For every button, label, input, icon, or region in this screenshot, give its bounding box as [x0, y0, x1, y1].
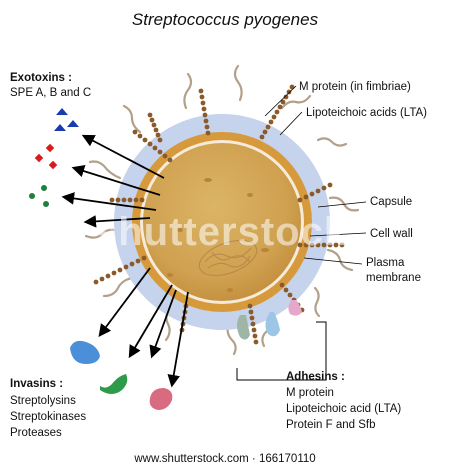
- adhesins-item: Protein F and Sfb: [286, 419, 376, 431]
- invasins-item: Streptokinases: [10, 411, 87, 423]
- label-membrane: membrane: [366, 272, 421, 284]
- label-lta: Lipoteichoic acids (LTA): [306, 107, 428, 119]
- label-cell-wall: Cell wall: [370, 228, 413, 240]
- cytoplasm: [143, 143, 301, 301]
- adhesins-heading: Adhesins :: [286, 371, 345, 383]
- watermark-text: shutterstock: [95, 210, 348, 254]
- secretion-arrows: [61, 134, 189, 388]
- label-m-protein: M protein (in fimbriae): [299, 81, 411, 93]
- invasin-particles: [70, 340, 173, 410]
- invasins-item: Proteases: [10, 427, 62, 439]
- lipoteichoic-acid-chains: [93, 84, 345, 345]
- diagram-title: Streptococcus pyogenes: [131, 10, 319, 29]
- adhesins-bracket: [236, 321, 327, 381]
- invasins-heading: Invasins :: [10, 378, 64, 390]
- label-plasma: Plasma: [366, 257, 405, 269]
- adhesin-proteins: [237, 300, 302, 340]
- label-capsule: Capsule: [370, 196, 413, 208]
- footer-credit: www.shutterstock.com · 166170110: [134, 453, 316, 465]
- adhesins-item: M protein: [286, 387, 334, 399]
- exotoxins-list: SPE A, B and C: [10, 87, 92, 99]
- nucleoid: [198, 240, 258, 276]
- exotoxins-heading: Exotoxins :: [10, 72, 72, 84]
- exotoxin-particles: [29, 108, 79, 207]
- adhesins-item: Lipoteichoic acid (LTA): [286, 403, 402, 415]
- cytoplasm-granules: [167, 178, 269, 292]
- invasins-item: Streptolysins: [10, 395, 76, 407]
- leader-lines: [264, 85, 367, 265]
